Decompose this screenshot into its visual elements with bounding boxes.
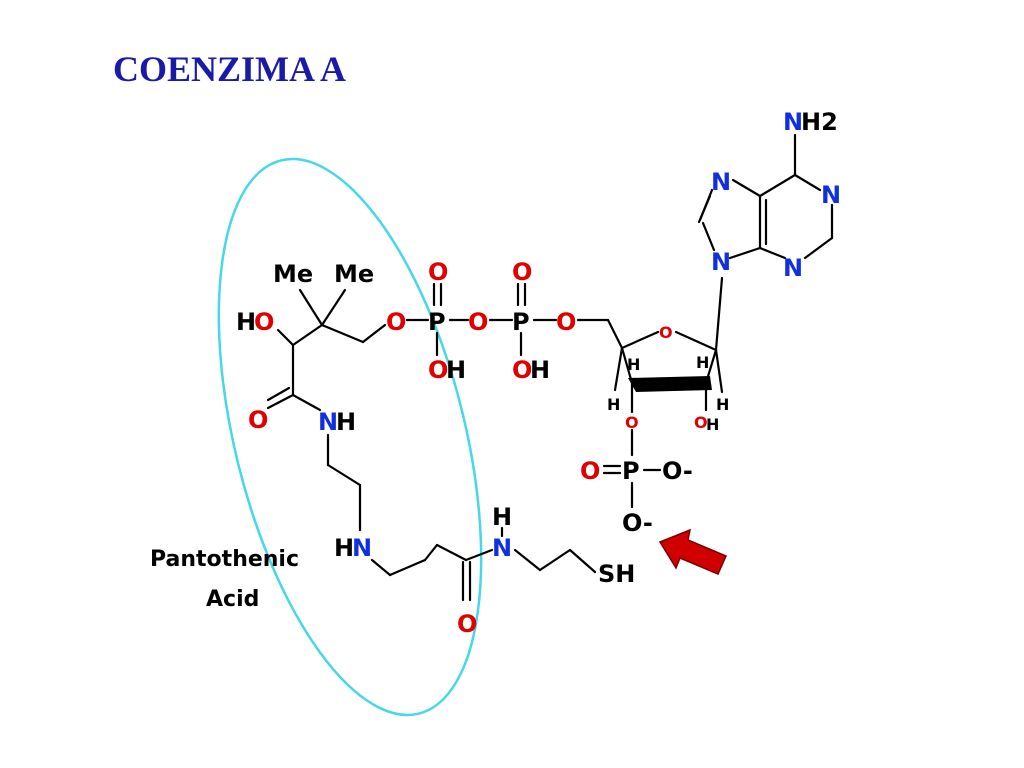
nitrogen-label: N [783, 254, 803, 282]
atom-labels: Me Me H O O N H H N O P O O O H P O O O … [236, 108, 841, 638]
nitrogen-label: N [318, 408, 338, 436]
nitrogen-label: N [711, 168, 731, 196]
oxygen-label: O [468, 308, 488, 336]
oxygen-anion-label: O- [662, 457, 693, 485]
oxygen-label: O [457, 610, 477, 638]
oxygen-label: O [580, 457, 600, 485]
oxygen-label: O [386, 308, 406, 336]
pantothenic-acid-label-line2: Acid [206, 587, 259, 612]
hydrogen-label: H [446, 356, 466, 384]
page-title: COENZIMA A [113, 49, 347, 89]
hydrogen-label: H [716, 395, 729, 414]
nitrogen-label: N [821, 181, 841, 209]
oxygen-label: O [512, 356, 532, 384]
nitrogen-label: N [711, 248, 731, 276]
methyl-label: Me [334, 260, 374, 288]
oxygen-label: O [556, 308, 576, 336]
bond-lines [266, 133, 834, 602]
oxygen-label: O [254, 308, 274, 336]
oxygen-anion-label: O- [622, 509, 653, 537]
phosphorus-label: P [622, 457, 640, 485]
phosphorus-label: P [428, 308, 446, 336]
thiol-label: SH [598, 560, 635, 588]
amine-hydrogen-label: H2 [801, 108, 838, 136]
oxygen-label: O [659, 323, 673, 342]
hydrogen-label: H [696, 353, 709, 372]
hydrogen-label: H [492, 503, 512, 531]
hydrogen-label: H [336, 408, 356, 436]
hydrogen-label: H [607, 395, 620, 414]
oxygen-label: O [428, 356, 448, 384]
hydrogen-label: H [530, 356, 550, 384]
oxygen-label: O [625, 413, 639, 432]
methyl-label: Me [273, 260, 313, 288]
oxygen-label: O [512, 258, 532, 286]
oxygen-label: O [428, 258, 448, 286]
phosphorus-label: P [512, 308, 530, 336]
pantothenic-acid-label-line1: Pantothenic [150, 547, 299, 572]
pantothenic-acid-highlight-ellipse [217, 157, 483, 717]
oxygen-label: O [694, 413, 708, 432]
hydrogen-label: H [236, 308, 256, 336]
hydrogen-label: H [627, 355, 640, 374]
red-arrow-icon [658, 528, 727, 575]
nitrogen-label: N [492, 534, 512, 562]
hydrogen-label: H [334, 534, 354, 562]
hydrogen-label: H [706, 415, 719, 434]
oxygen-label: O [248, 406, 268, 434]
nitrogen-label: N [352, 534, 372, 562]
nitrogen-label: N [783, 108, 803, 136]
